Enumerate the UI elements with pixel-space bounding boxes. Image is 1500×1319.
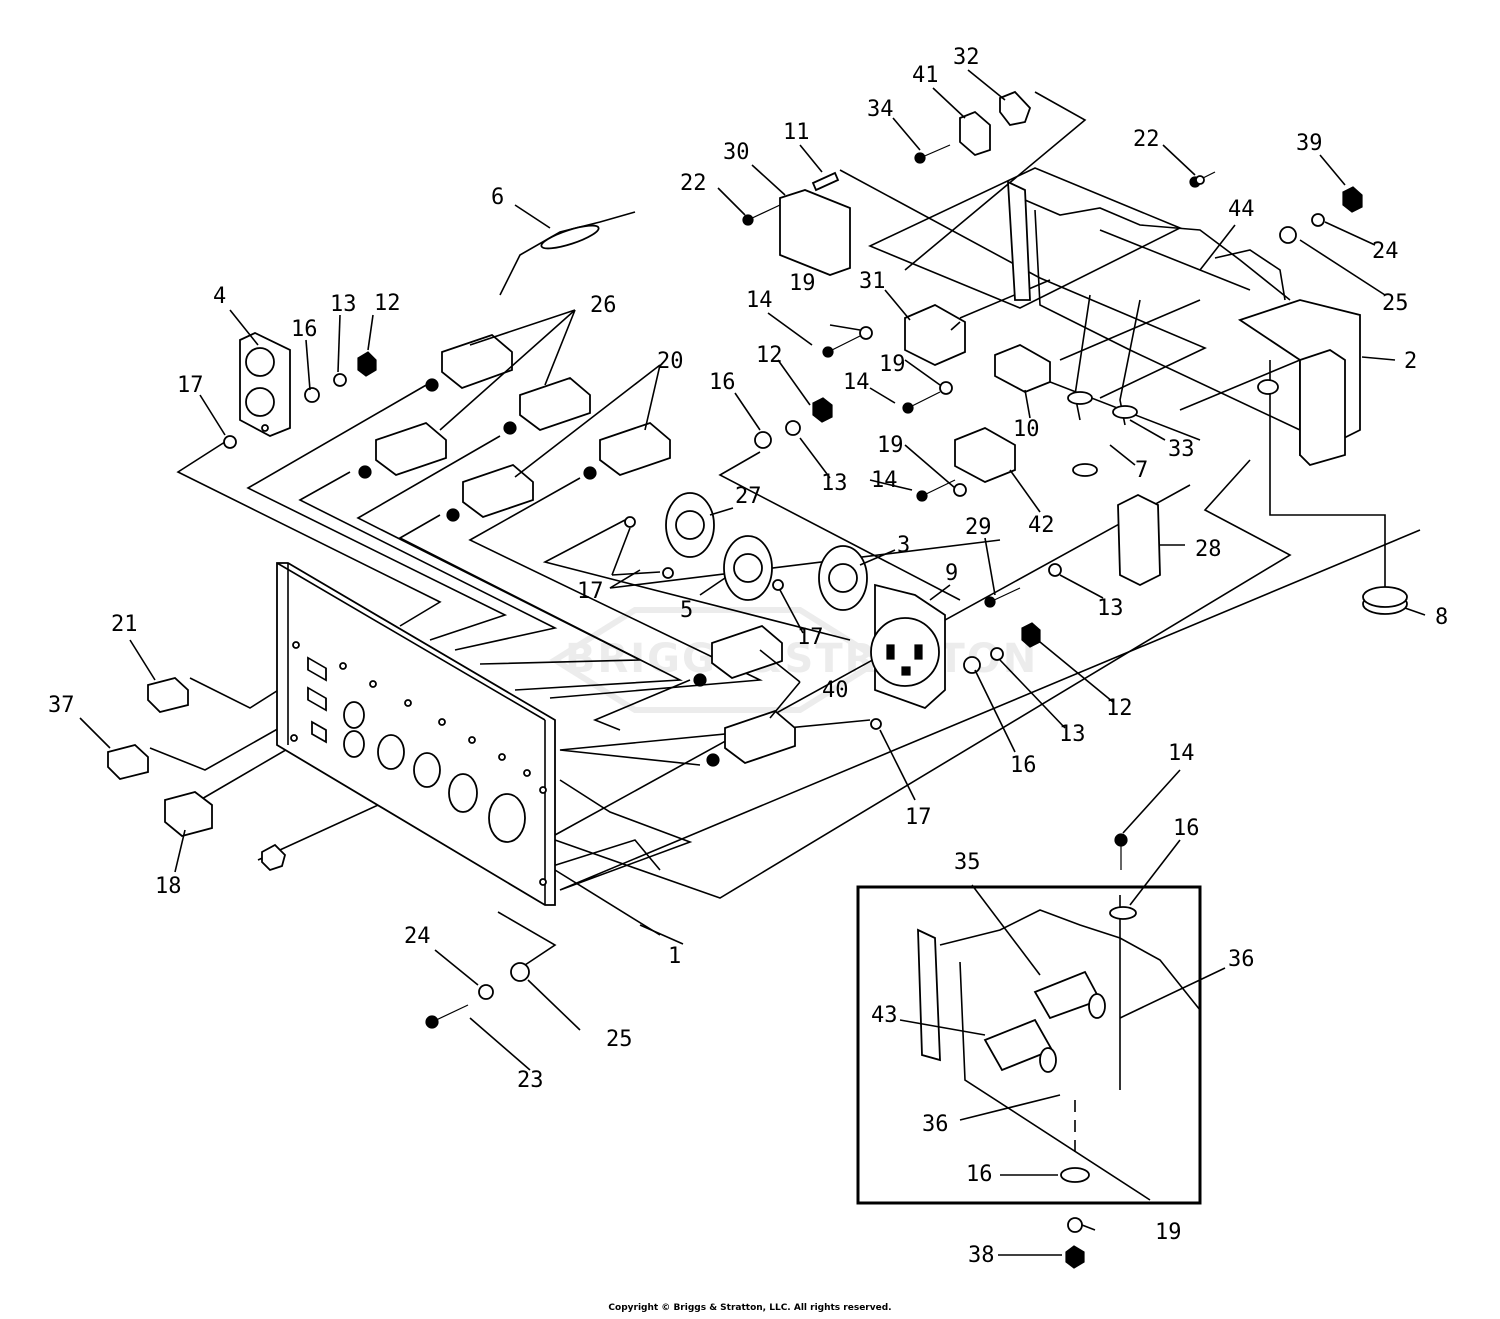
callout-12b: 12 [756, 343, 783, 368]
callout-16b: 16 [709, 370, 736, 395]
callout-16a: 16 [291, 317, 318, 342]
callout-3: 3 [897, 533, 910, 558]
callout-14c: 14 [871, 468, 898, 493]
callout-34: 34 [867, 97, 894, 122]
callout-30: 30 [723, 140, 750, 165]
callout-14a: 14 [746, 288, 773, 313]
callout-42: 42 [1028, 513, 1055, 538]
breakers [358, 333, 796, 767]
callout-29: 29 [965, 515, 992, 540]
callout-36b: 36 [922, 1112, 949, 1137]
callout-leaders [79, 69, 1426, 1256]
callout-36a: 36 [1228, 947, 1255, 972]
callout-11: 11 [783, 120, 810, 145]
callout-25a: 25 [606, 1027, 633, 1052]
inset-fasteners [1060, 833, 1137, 1269]
callout-10: 10 [1013, 417, 1040, 442]
callout-8: 8 [1435, 605, 1448, 630]
part-9-receptacle [870, 583, 946, 710]
fasteners [223, 144, 1363, 1029]
callout-1: 1 [668, 944, 681, 969]
callout-13c: 13 [1097, 596, 1124, 621]
callout-41: 41 [912, 63, 939, 88]
callout-38: 38 [968, 1243, 995, 1268]
callout-22a: 22 [680, 171, 707, 196]
callout-16d: 16 [1173, 816, 1200, 841]
callout-19d: 19 [1155, 1220, 1182, 1245]
part-6-wire-lead [499, 211, 636, 296]
callout-43: 43 [871, 1003, 898, 1028]
part-2-rear-chassis [1007, 180, 1361, 467]
callout-12c: 12 [1106, 696, 1133, 721]
callout-5: 5 [680, 598, 693, 623]
callout-18: 18 [155, 874, 182, 899]
callout-22b: 22 [1133, 127, 1160, 152]
callout-2: 2 [1404, 349, 1417, 374]
callout-19a: 19 [789, 271, 816, 296]
twist-lock-receptacles [665, 492, 868, 611]
callout-6: 6 [491, 185, 504, 210]
callout-28: 28 [1195, 537, 1222, 562]
callout-27: 27 [735, 484, 762, 509]
callout-16c: 16 [1010, 753, 1037, 778]
callout-13d: 13 [1059, 722, 1086, 747]
callout-13b: 13 [821, 471, 848, 496]
callout-26: 26 [590, 293, 617, 318]
part-1-control-panel [276, 562, 556, 906]
watermark-text: BRIGGS&STRATTON [565, 636, 1038, 682]
callout-32: 32 [953, 45, 980, 70]
callout-14b: 14 [843, 370, 870, 395]
callout-31: 31 [859, 269, 886, 294]
callout-labels: 1 2 3 4 5 6 7 8 9 10 11 12 12 12 13 13 1… [48, 45, 1448, 1268]
callout-7: 7 [1135, 458, 1148, 483]
callout-44: 44 [1228, 197, 1255, 222]
callout-17d: 17 [905, 805, 932, 830]
callout-14d: 14 [1168, 741, 1195, 766]
callout-21: 21 [111, 612, 138, 637]
callout-17a: 17 [177, 373, 204, 398]
callout-25b: 25 [1382, 291, 1409, 316]
callout-33: 33 [1168, 437, 1195, 462]
callout-17c: 17 [797, 625, 824, 650]
callout-12a: 12 [374, 291, 401, 316]
inset-detail [856, 885, 1202, 1205]
callout-23: 23 [517, 1068, 544, 1093]
copyright-notice: Copyright © Briggs & Stratton, LLC. All … [608, 1303, 892, 1313]
misc-components [1067, 294, 1408, 615]
callout-35: 35 [954, 850, 981, 875]
callout-24a: 24 [404, 924, 431, 949]
assembly-lines [149, 91, 1421, 966]
callout-40: 40 [822, 678, 849, 703]
callout-9: 9 [945, 561, 958, 586]
callout-17b: 17 [577, 579, 604, 604]
callout-39: 39 [1296, 131, 1323, 156]
callout-19b: 19 [879, 352, 906, 377]
panel-switches [107, 677, 213, 837]
callout-13a: 13 [330, 292, 357, 317]
callout-19c: 19 [877, 433, 904, 458]
callout-4: 4 [213, 284, 226, 309]
callout-16e: 16 [966, 1162, 993, 1187]
callout-24b: 24 [1372, 239, 1399, 264]
part-4-duplex-receptacle [239, 332, 291, 437]
callout-37: 37 [48, 693, 75, 718]
upper-components [779, 90, 1051, 483]
callout-20: 20 [657, 349, 684, 374]
